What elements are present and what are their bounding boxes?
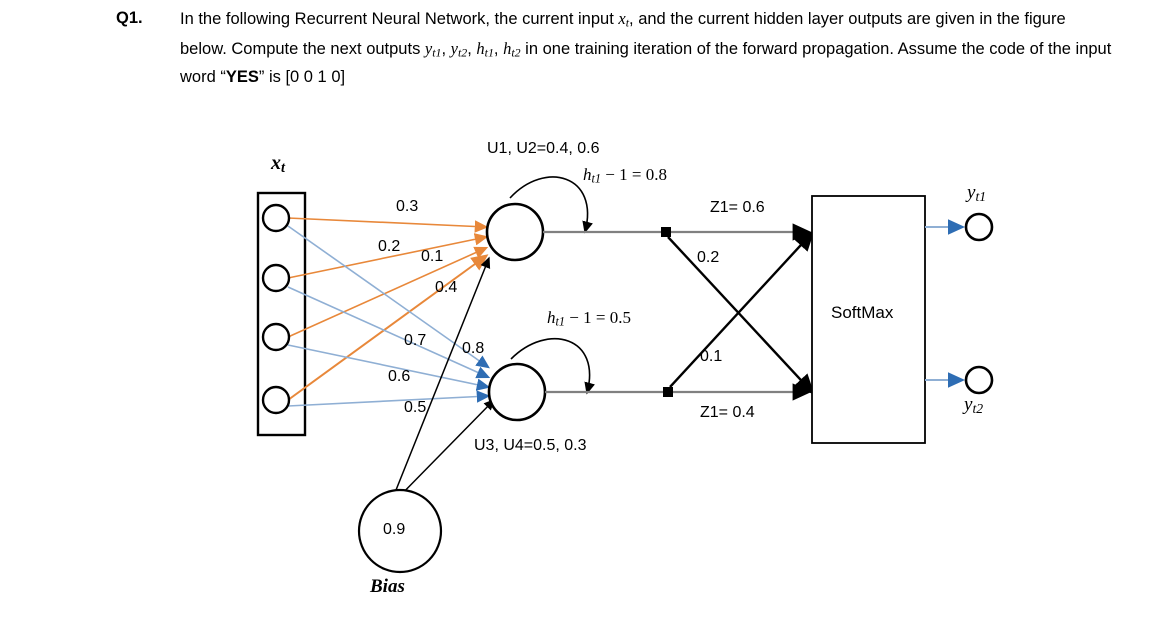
input-node-2 [261,263,291,293]
output-var-y1: y [424,38,433,58]
weight-label-6: 0.6 [388,368,411,385]
recurrent-bottom-symbol: h [547,308,556,327]
weight-label-2: 0.1 [421,248,444,265]
weight-label-0: 0.3 [396,198,419,215]
z-label-top: Z1= 0.6 [710,199,765,216]
weight-label-1: 0.2 [378,238,401,255]
input-layer-label: xt [271,152,285,177]
bias-label: Bias [370,576,405,597]
output-var-y1-subscript: t1 [432,45,442,60]
output-y2-subscript: t2 [972,401,984,416]
u-weights-bottom-label: U3, U4=0.5, 0.3 [474,437,587,454]
question-number: Q1. [116,9,143,27]
softmax-block [811,195,926,444]
hidden-output-lines [543,223,812,401]
input-layer-box [256,191,307,437]
question-line2-part1: outputs are given in the figure below. C… [180,10,1066,58]
question-line3-part1: iteration of the forward propagation. As… [180,39,1112,87]
z-label-bottom: Z1= 0.4 [700,404,755,421]
output-y1-symbol: y [967,182,976,203]
output-label-y1: yt1 [967,182,986,205]
weight-label-5: 0.8 [462,340,485,357]
cross-weight-top: 0.2 [697,249,720,266]
output-nodes [964,212,994,395]
recurrent-top-value: − 1 = 0.8 [601,165,667,184]
question-body: In the following Recurrent Neural Networ… [180,9,1112,87]
question-line1-part2: , and the current hidden layer [629,10,844,28]
hidden-neuron-1 [485,202,545,262]
recurrent-loops [509,176,595,395]
output-var-y2-subscript: t2 [457,45,468,60]
input-var-x: x [618,9,626,28]
recurrent-label-bottom: ht1 − 1 = 0.5 [547,308,631,330]
hidden-neurons [485,202,547,422]
connections-to-hidden-1 [287,217,489,401]
input-nodes [261,203,291,415]
input-var-x-subscript: t [625,15,630,30]
bias-node [357,488,443,574]
question-line1-part1: In the following Recurrent Neural Networ… [180,10,619,28]
output-connections [925,219,965,388]
output-label-y2: yt2 [964,394,983,417]
bias-connections [389,256,496,506]
bias-value: 0.9 [383,521,406,538]
output-node-y2 [964,365,994,395]
cross-weight-bottom: 0.1 [700,348,723,365]
recurrent-top-symbol: h [583,165,592,184]
weight-label-3: 0.4 [435,279,458,296]
recurrent-bottom-value: − 1 = 0.5 [565,308,631,327]
output-var-h2-subscript: t2 [511,45,521,60]
u-weights-top-label: U1, U2=0.4, 0.6 [487,140,600,157]
output-var-h1-subscript: t1 [484,45,494,60]
question-text: Q1. In the following Recurrent Neural Ne… [116,6,1116,90]
input-word: YES [225,68,259,87]
hidden-neuron-2 [487,362,547,422]
input-layer-label-subscript: t [281,160,285,177]
cross-connections [667,230,815,395]
output-node-y1 [964,212,994,242]
output-var-h1: h [476,38,485,58]
input-node-1 [261,203,291,233]
softmax-label: SoftMax [831,303,894,322]
input-node-3 [261,322,291,352]
question-line3-part2: ” is [0 0 1 0] [258,68,346,87]
output-y2-symbol: y [964,394,973,415]
question-line2-part2: in one training [520,39,629,58]
output-var-h2: h [503,38,512,58]
output-var-y2: y [450,38,458,58]
input-node-4 [261,385,291,415]
recurrent-bottom-subscript: t1 [555,314,566,329]
input-layer-label-symbol: x [271,152,281,174]
weight-label-7: 0.5 [404,399,427,416]
output-y1-subscript: t1 [975,189,987,204]
recurrent-label-top: ht1 − 1 = 0.8 [583,165,667,187]
weight-label-4: 0.7 [404,332,427,349]
recurrent-top-subscript: t1 [591,171,602,186]
